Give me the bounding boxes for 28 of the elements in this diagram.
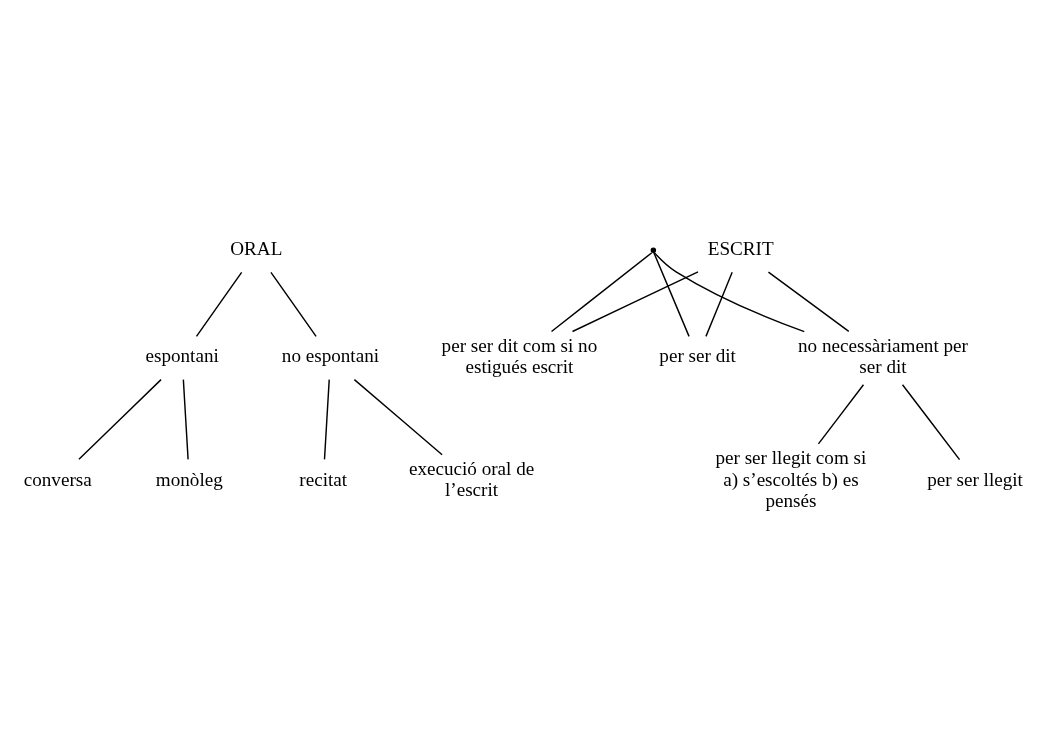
connector	[78, 378, 162, 460]
node-text: per ser llegit com si a) s’escoltés b) es pensés	[715, 446, 867, 511]
node-text: per ser dit com si no estigués escrit	[441, 334, 598, 377]
node-text: no espontani	[281, 345, 380, 366]
connector	[901, 383, 961, 460]
connector	[767, 270, 850, 332]
connector	[195, 271, 243, 337]
connector	[571, 270, 699, 332]
connector	[653, 251, 805, 332]
node-text: per ser dit	[659, 345, 736, 366]
connector	[270, 271, 317, 337]
node-text: ORAL	[230, 237, 283, 259]
node-text: espontani	[145, 345, 219, 366]
connector	[323, 378, 330, 460]
node-text: per ser llegit	[927, 468, 1023, 490]
node-text: ESCRIT	[707, 237, 774, 259]
node-text: execució oral de l’escrit	[408, 457, 535, 500]
node-text: no necessàriament per ser dit	[798, 334, 968, 377]
node-text: recitat	[299, 468, 348, 490]
connector	[817, 383, 865, 445]
node-text: monòleg	[155, 468, 223, 490]
node-point	[650, 247, 657, 253]
connector	[353, 378, 443, 455]
connector	[550, 251, 653, 332]
node-text: conversa	[23, 468, 92, 490]
connector	[182, 378, 189, 460]
connector	[653, 251, 690, 337]
connector	[705, 271, 733, 337]
